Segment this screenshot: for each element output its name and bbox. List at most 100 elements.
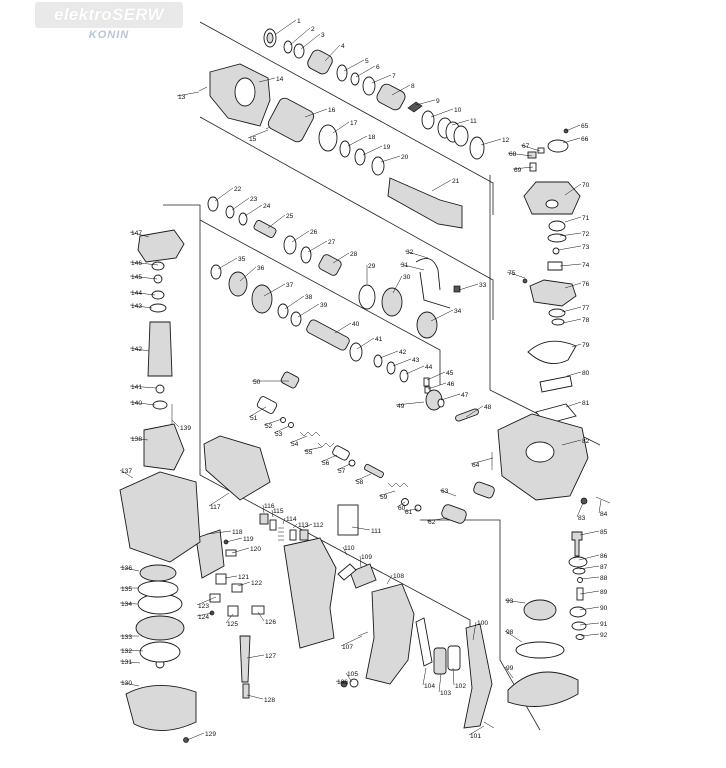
callout-33: 33 (479, 282, 487, 289)
leader-line-141 (129, 385, 157, 389)
leader-line-53 (273, 425, 290, 434)
part-117-shape (203, 435, 271, 501)
leader-line-66 (562, 137, 581, 144)
callout-147: 147 (131, 230, 142, 237)
callout-108: 108 (393, 573, 404, 580)
callout-143: 143 (131, 303, 142, 310)
leader-line-100 (472, 621, 477, 641)
leader-line-9 (415, 99, 436, 106)
part-32-shape (415, 257, 441, 291)
leader-line-6 (355, 65, 376, 78)
part-45-shape (423, 377, 430, 387)
part-80-shape (539, 375, 573, 393)
part-90-shape (569, 606, 587, 618)
callout-104: 104 (424, 683, 435, 690)
callout-64: 64 (472, 462, 480, 469)
part-100-shape (463, 623, 493, 729)
part-126-shape (251, 605, 265, 615)
part-144-shape (151, 290, 165, 300)
leader-line-60 (396, 501, 406, 508)
callout-54: 54 (291, 441, 299, 448)
part-71-shape (548, 220, 566, 232)
part-110-shape (337, 563, 357, 581)
leader-line-146 (129, 261, 159, 266)
callout-90: 90 (600, 605, 608, 612)
part-39-shape (290, 311, 302, 327)
callout-3: 3 (321, 32, 325, 39)
part-121-shape (215, 573, 227, 585)
leader-line-122 (237, 581, 251, 587)
part-112-shape (299, 529, 309, 541)
part-138-shape (143, 423, 185, 471)
part-29-shape (358, 284, 376, 310)
leader-line-37 (263, 283, 286, 297)
leader-line-116 (262, 504, 265, 514)
callout-99: 99 (506, 665, 514, 672)
part-85-shape (571, 531, 583, 557)
part-125-shape (227, 605, 239, 617)
callout-10: 10 (454, 107, 462, 114)
callout-47: 47 (461, 392, 469, 399)
leader-line-81 (565, 401, 582, 408)
leader-line-13 (176, 91, 200, 97)
callout-76: 76 (582, 281, 590, 288)
part-30-shape (381, 287, 403, 317)
leader-line-65 (565, 124, 581, 132)
callout-65: 65 (581, 123, 589, 130)
leader-line-120 (231, 547, 250, 554)
part-25-shape (253, 220, 277, 238)
part-46-shape (424, 386, 431, 394)
part-79-shape (527, 340, 577, 365)
part-6-shape (350, 72, 360, 86)
leader-line-126 (257, 611, 265, 622)
callout-98: 98 (506, 629, 514, 636)
callout-87: 87 (600, 564, 608, 571)
callout-18: 18 (368, 134, 376, 141)
part-141-shape (155, 384, 165, 394)
part-88-shape (577, 577, 583, 583)
leader-line-56 (320, 454, 338, 463)
leader-line-115 (271, 509, 274, 518)
callout-127: 127 (265, 653, 276, 660)
leader-line-69 (512, 166, 534, 170)
part-142-shape (147, 321, 173, 377)
leader-line-72 (559, 232, 582, 237)
callout-15: 15 (249, 136, 257, 143)
part-132-shape (139, 641, 181, 663)
leader-line-90 (579, 606, 600, 611)
leader-line-144 (129, 291, 156, 296)
callout-14: 14 (276, 76, 284, 83)
leader-line-111 (351, 526, 371, 531)
callout-4: 4 (341, 43, 345, 50)
leader-line-20 (380, 155, 401, 163)
leader-line-131 (119, 660, 141, 664)
leader-line-139 (171, 419, 180, 428)
part-62-shape (441, 504, 467, 524)
callout-71: 71 (582, 215, 590, 222)
part-48-shape (455, 408, 479, 422)
leader-line-28 (332, 252, 350, 264)
leader-line-118 (206, 530, 232, 535)
leader-line-63 (439, 489, 457, 497)
leader-line-109 (359, 555, 362, 568)
callout-141: 141 (131, 384, 142, 391)
leader-line-83 (576, 502, 584, 518)
part-23-shape (225, 205, 235, 219)
part-120-shape (225, 549, 237, 557)
part-51-shape (256, 396, 278, 414)
part-36-shape (228, 271, 248, 297)
callout-102: 102 (455, 683, 466, 690)
part-21-shape (387, 177, 463, 229)
callout-120: 120 (250, 546, 261, 553)
callout-146: 146 (131, 260, 142, 267)
leader-line-42 (379, 350, 399, 359)
part-118-shape (195, 529, 225, 579)
leader-line-11 (451, 119, 470, 126)
leader-line-48 (465, 405, 484, 418)
part-91-shape (571, 621, 587, 631)
part-92-shape (575, 634, 585, 640)
part-12-shape (469, 136, 485, 160)
leader-line-38 (284, 295, 305, 310)
leader-line-1 (275, 19, 297, 35)
